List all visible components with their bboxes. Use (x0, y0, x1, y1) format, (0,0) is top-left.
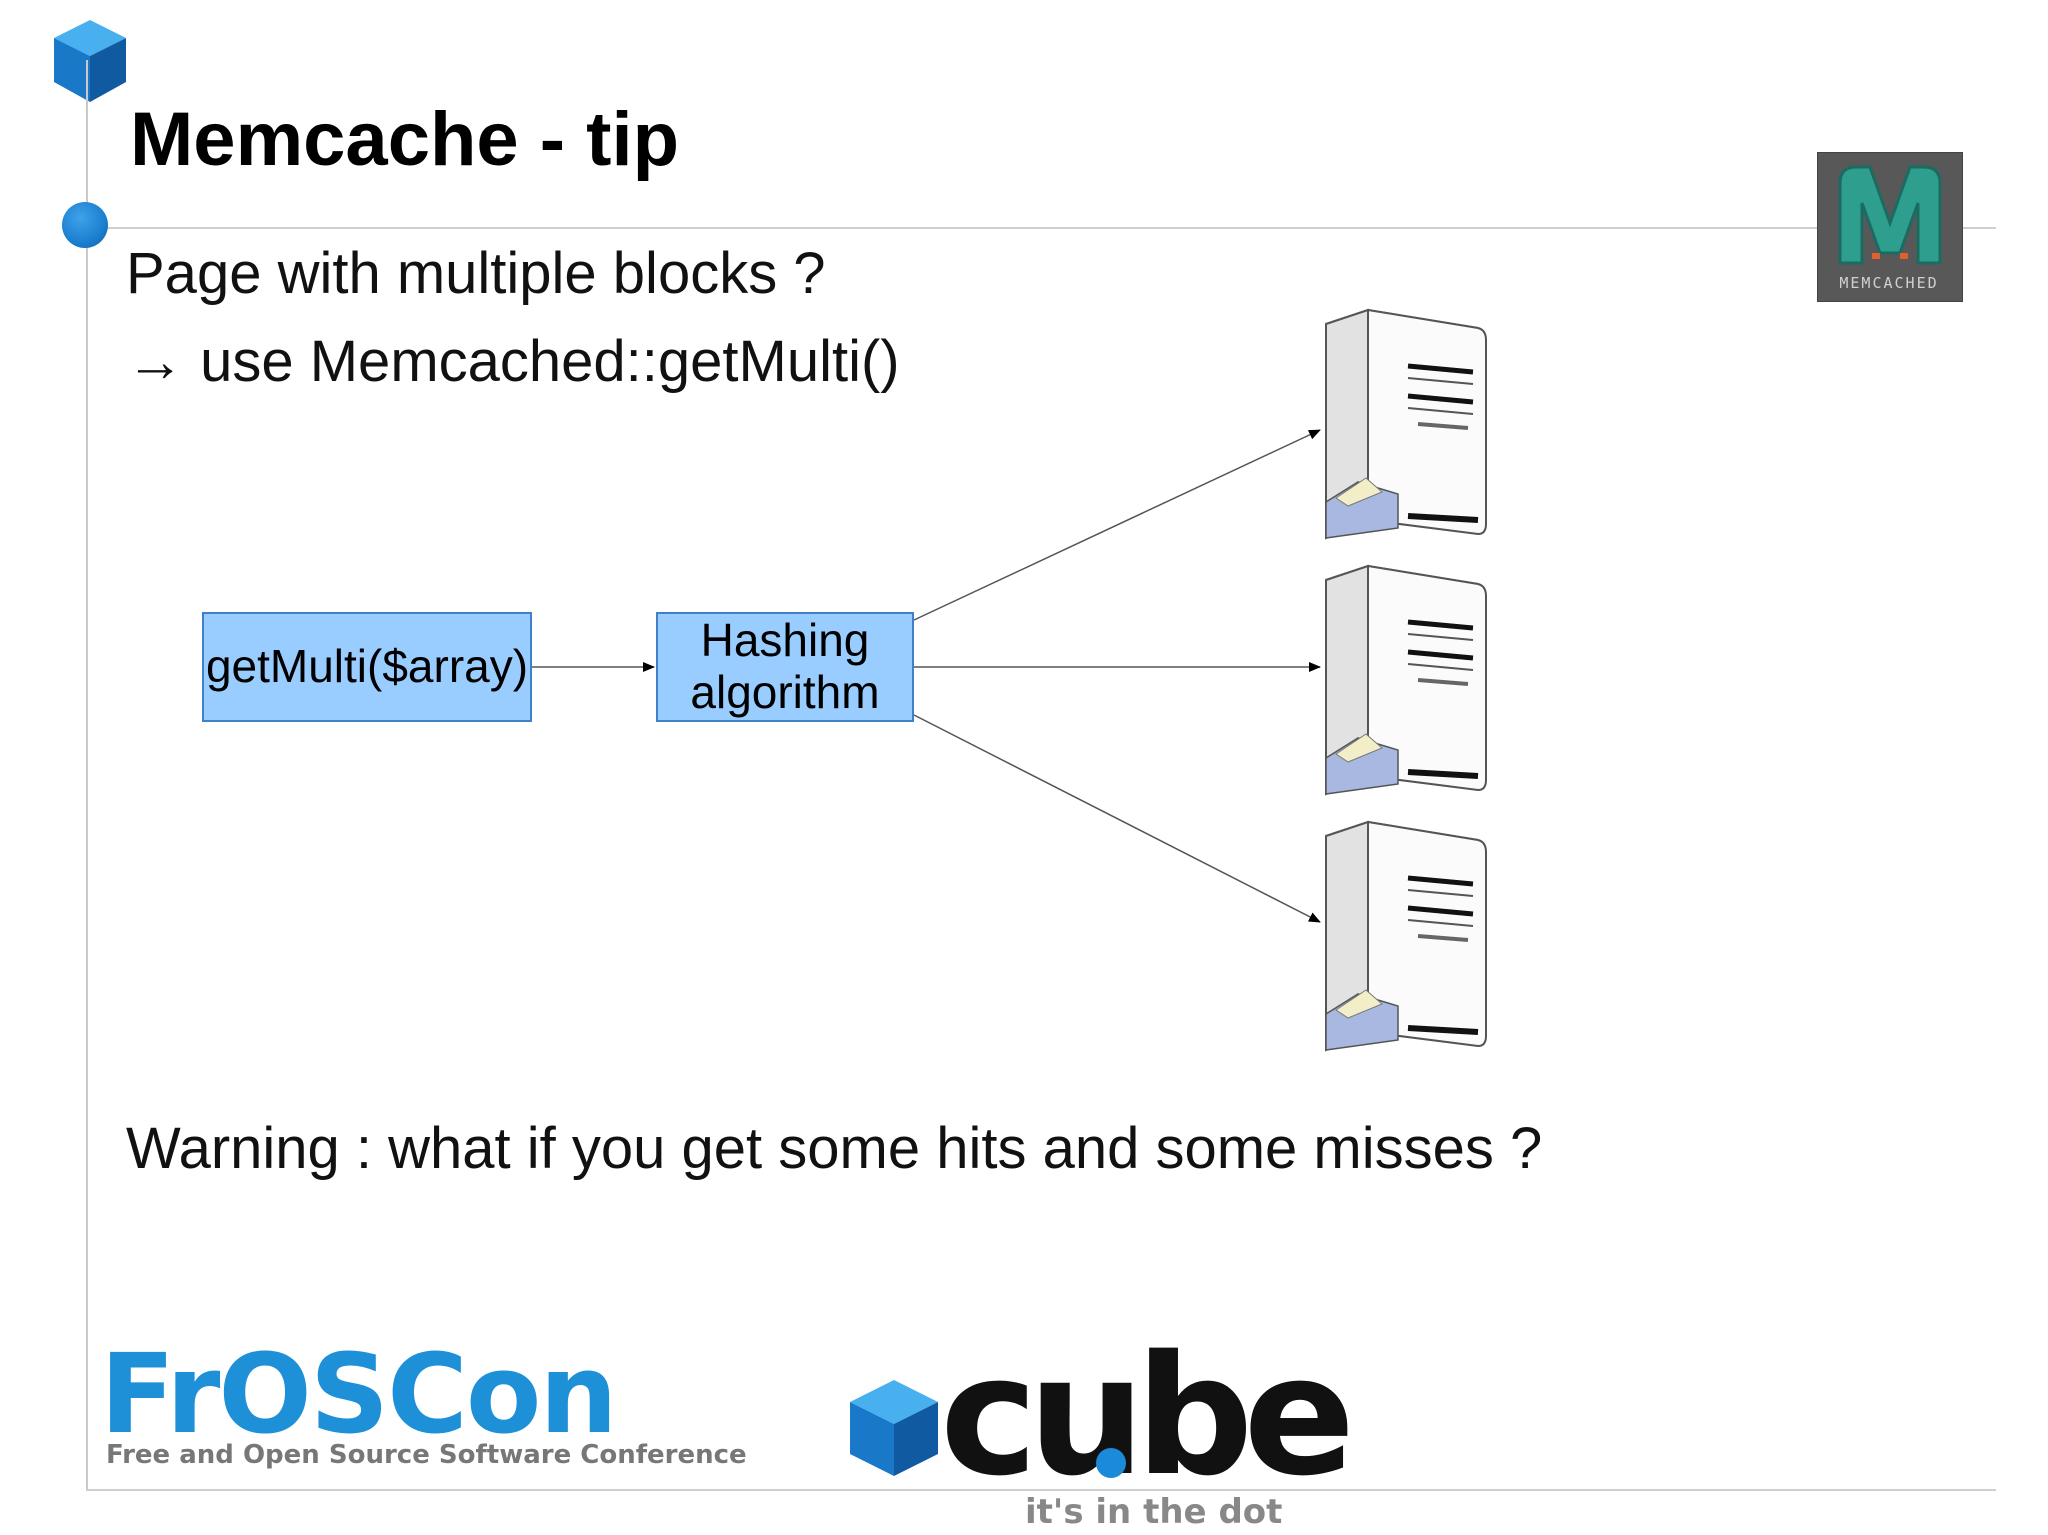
hashing-label-line1: Hashing (700, 614, 870, 667)
getmulti-label: getMulti($array) (205, 640, 529, 693)
cube-tagline: it's in the dot (1025, 1492, 1283, 1532)
froscon-wordmark: FrOSCon (100, 1330, 618, 1458)
cube-dot (1096, 1448, 1126, 1478)
cube-decoration-icon (54, 20, 126, 102)
left-rule (86, 60, 88, 1490)
memcached-m-icon (1838, 165, 1942, 265)
cube-logo-icon (850, 1380, 938, 1476)
body-line-1: Page with multiple blocks ? (126, 241, 826, 306)
bullet-dot (62, 202, 108, 248)
memcached-logo (1817, 152, 1963, 302)
getmulti-box: getMulti($array) (202, 612, 532, 722)
footer-rule (86, 1489, 1996, 1491)
hashing-box: Hashing algorithm (656, 612, 914, 722)
arrow-to-server-1 (913, 429, 1321, 621)
server-icon (1326, 310, 1486, 538)
warning-text: Warning : what if you get some hits and … (126, 1116, 1543, 1181)
froscon-logo: FrOSCon (100, 1330, 618, 1458)
slide-title: Memcache - tip (130, 97, 680, 182)
title-rule (86, 227, 1996, 229)
server-icon (1326, 566, 1486, 794)
body-line-2: → use Memcached::getMulti() (126, 329, 900, 394)
hashing-label-line2: algorithm (690, 666, 880, 718)
memcached-wordmark: MEMCACHED (1839, 274, 1939, 292)
server-icon (1326, 822, 1486, 1050)
arrow-to-server-3 (913, 714, 1321, 923)
cube-wordmark: cube (940, 1320, 1355, 1512)
froscon-tagline: Free and Open Source Software Conference (106, 1440, 747, 1470)
